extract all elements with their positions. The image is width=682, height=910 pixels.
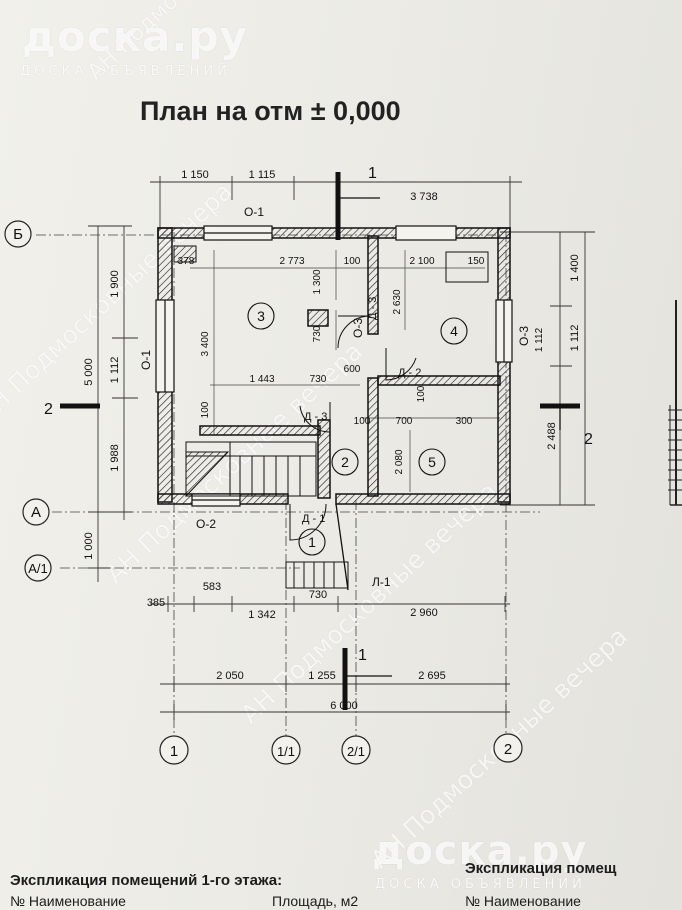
axis-bubbles — [4, 220, 523, 765]
section-label-left: 2 — [44, 401, 53, 418]
stair-mark: Л-1 — [372, 575, 391, 589]
windows — [155, 225, 513, 507]
room-number: 3 — [257, 308, 265, 324]
doors — [289, 315, 417, 541]
dim-label: 100 — [200, 401, 211, 418]
room-number: 5 — [428, 454, 436, 470]
dim-label: 3 400 — [200, 331, 211, 356]
dim-label: 730 — [312, 325, 323, 342]
dim-label: 1 150 — [181, 169, 209, 181]
section-label-right: 2 — [584, 431, 593, 448]
door-mark: Д - 2 — [398, 367, 421, 379]
dim-label: 2 050 — [216, 670, 244, 682]
dim-label: 2 960 — [410, 607, 438, 619]
axis-bubble-2 — [493, 733, 523, 763]
window-mark: О-1 — [139, 350, 153, 370]
section-label-bottom: 1 — [358, 647, 367, 664]
dim-label: 1 000 — [83, 532, 95, 560]
table-header-name-right: № Наименование — [465, 893, 581, 909]
dim-label: 1 115 — [249, 169, 276, 181]
window-mark: О-2 — [196, 517, 216, 531]
dim-label: 378 — [178, 256, 195, 267]
room-number: 2 — [341, 454, 349, 470]
room-circles — [247, 302, 468, 556]
dim-label: 1 342 — [248, 609, 276, 621]
axis-label-b: Б — [13, 226, 23, 243]
axis-bubble-1-1 — [271, 735, 301, 765]
dim-label: 1 112 — [569, 325, 581, 352]
table-header-name: № Наименование — [10, 893, 126, 909]
dim-label: 1 300 — [312, 269, 323, 294]
dim-label: 730 — [309, 589, 327, 601]
explication-title-right: Экспликация помещ — [465, 860, 617, 877]
axis-label-2-1: 2/1 — [347, 744, 365, 759]
dim-label: 2 100 — [409, 256, 434, 267]
side-table — [668, 300, 682, 506]
window-mark: О-1 — [244, 205, 264, 219]
stairs — [185, 441, 349, 591]
dim-label: 2 630 — [392, 289, 403, 314]
dim-label: 385 — [147, 597, 165, 609]
axis-bubble-a1 — [24, 554, 52, 582]
dim-label: 2 695 — [418, 670, 446, 682]
window-mark: О-3 — [351, 318, 365, 338]
page-title: План на отм ± 0,000 — [140, 96, 401, 126]
dim-label: 1 112 — [109, 357, 121, 384]
dim-label: 600 — [344, 364, 361, 375]
axis-label-2: 2 — [504, 741, 512, 758]
interior-dimension-lines — [190, 250, 500, 492]
watermark-tagline: ДОСКА ОБЪЯВЛЕНИЙ — [20, 64, 231, 79]
dim-label: 583 — [203, 581, 221, 593]
room-number: 1 — [308, 534, 316, 550]
axis-label-a: А — [31, 504, 41, 521]
door-mark: Д - 3 — [367, 297, 379, 320]
dim-label: 2 773 — [279, 256, 304, 267]
axis-label-a1: А/1 — [28, 561, 48, 576]
dim-label: 1 255 — [308, 670, 336, 682]
dim-label: 100 — [416, 385, 427, 402]
axis-label-1-1: 1/1 — [277, 744, 295, 759]
dim-label: 1 988 — [109, 444, 121, 472]
door-mark: Д - 3 — [304, 411, 327, 423]
dim-label: 3 738 — [410, 191, 438, 203]
watermark-tagline-bottom: ДОСКА ОБЪЯВЛЕНИЙ — [375, 877, 586, 892]
dim-label: 1 112 — [534, 327, 545, 352]
dim-label: 1 443 — [249, 374, 274, 385]
window-mark: О-3 — [517, 326, 531, 346]
dim-label: 700 — [396, 416, 413, 427]
dim-label: 2 080 — [394, 449, 405, 474]
dim-label: 5 000 — [83, 358, 95, 386]
axis-bubble-a — [22, 498, 50, 526]
dim-label: 1 900 — [109, 270, 121, 298]
axis-bubble-2-1 — [341, 735, 371, 765]
door-mark: Д - 1 — [302, 513, 325, 525]
dim-label: 2 488 — [546, 422, 558, 450]
dim-label: 100 — [354, 416, 371, 427]
axis-bubble-1 — [159, 735, 189, 765]
dim-label: 730 — [310, 374, 327, 385]
equipment — [173, 245, 489, 283]
axis-bubble-b — [4, 220, 32, 248]
dim-label: 6 000 — [330, 700, 358, 712]
section-marks — [60, 172, 580, 710]
room-number: 4 — [450, 323, 458, 339]
axis-label-1: 1 — [170, 743, 178, 760]
watermark-logo: доска.ру — [22, 12, 248, 61]
table-header-area: Площадь, м2 — [272, 893, 359, 909]
dim-label: 100 — [344, 256, 361, 267]
dim-label: 300 — [456, 416, 473, 427]
watermark-logo-bottom: доска.ру — [372, 828, 588, 874]
explication-title: Экспликация помещений 1-го этажа: — [10, 872, 283, 889]
section-label-top: 1 — [368, 165, 377, 182]
dim-label: 1 400 — [569, 254, 581, 282]
dim-label: 150 — [468, 256, 485, 267]
